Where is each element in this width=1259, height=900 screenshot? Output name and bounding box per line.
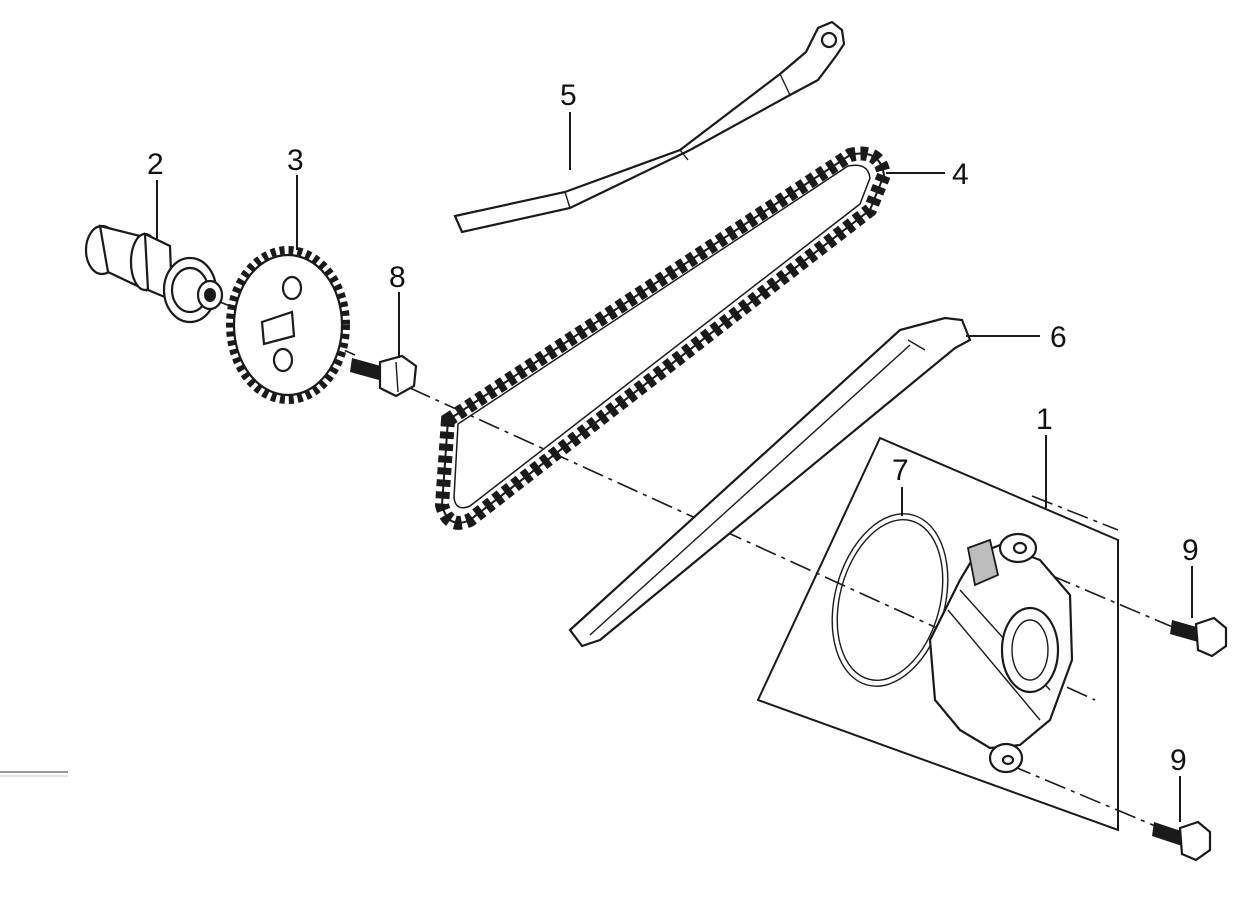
callout-9-lower: 9 xyxy=(1170,744,1187,777)
callout-5: 5 xyxy=(560,79,577,112)
tensioner-bolt-upper xyxy=(1170,616,1228,658)
edge-rule xyxy=(0,771,68,777)
callout-8: 8 xyxy=(389,261,406,294)
callout-1: 1 xyxy=(1036,403,1053,436)
cam-chain xyxy=(434,146,892,530)
camshaft xyxy=(84,224,224,324)
callout-6: 6 xyxy=(1050,321,1067,354)
leader-lines xyxy=(156,112,1193,822)
callout-7: 7 xyxy=(892,454,909,487)
callout-2: 2 xyxy=(147,148,164,181)
sprocket-bolt xyxy=(350,354,418,398)
callout-3: 3 xyxy=(287,144,304,177)
cam-sprocket xyxy=(226,246,350,404)
chain-tensioner xyxy=(928,532,1074,774)
upper-chain-guide xyxy=(453,20,846,234)
callout-9-upper: 9 xyxy=(1182,534,1199,567)
callout-4: 4 xyxy=(952,158,969,191)
tensioner-bolt-lower xyxy=(1152,820,1212,862)
tensioner-assembly-frame xyxy=(756,436,1119,832)
lower-chain-guide xyxy=(568,316,972,648)
